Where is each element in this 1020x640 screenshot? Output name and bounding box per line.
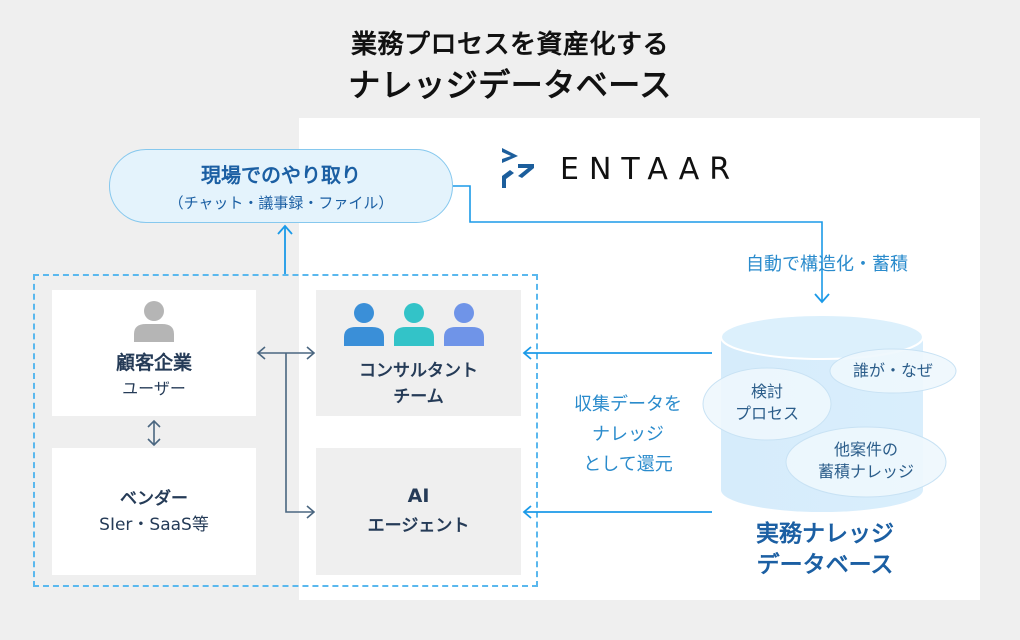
return-label-line-3: として還元 — [583, 454, 673, 475]
bubble-other-projects-line-2: 蓄積ナレッジ — [817, 462, 914, 481]
ai-agent-card: AI エージェント — [316, 448, 521, 575]
bubble-process-text: 検討 プロセス — [703, 381, 831, 425]
team-member-2-icon — [394, 303, 434, 346]
title-line-2: ナレッジデータベース — [348, 66, 672, 104]
arrow-left-to-client-icon — [256, 346, 266, 360]
bubble-other-projects — [785, 426, 947, 498]
team-member-3-icon — [444, 303, 484, 346]
entaar-logo: ENTAAR — [502, 148, 740, 188]
bubble-process — [702, 367, 832, 441]
client-title: 顧客企業 — [115, 352, 192, 374]
bubble-who-why-line: 誰が・なぜ — [852, 361, 933, 380]
client-card: 顧客企業 ユーザー — [52, 290, 256, 416]
bubble-other-projects-text: 他案件の 蓄積ナレッジ — [786, 439, 946, 483]
consultant-card: コンサルタント チーム — [316, 290, 521, 416]
consultant-subtitle: チーム — [393, 387, 444, 407]
auto-structure-label: 自動で構造化・蓄積 — [746, 254, 908, 275]
ai-subtitle: エージェント — [367, 516, 470, 536]
arrow-right-to-consultant-icon — [306, 346, 316, 360]
arrow-up-icon — [147, 419, 161, 428]
exchange-subtitle: （チャット・議事録・ファイル） — [168, 194, 394, 212]
flow-line-exchange-to-db — [453, 185, 823, 302]
database-title-line-1: 実務ナレッジ — [756, 521, 894, 547]
bubble-process-line-2: プロセス — [734, 404, 799, 423]
consultant-title: コンサルタント — [359, 361, 478, 381]
entaar-logo-text: ENTAAR — [560, 152, 740, 187]
vendor-card: ベンダー SIer・SaaS等 — [52, 448, 256, 575]
arrow-down-icon — [147, 438, 161, 447]
return-label-line-1: 収集データを — [574, 394, 682, 415]
bubble-process-line-1: 検討 — [750, 382, 783, 401]
link-to-ai — [285, 353, 314, 513]
database-title-line-2: データベース — [756, 552, 894, 578]
exchange-title: 現場でのやり取り — [201, 163, 361, 187]
vendor-subtitle: SIer・SaaS等 — [99, 515, 209, 535]
arrow-right-to-ai-icon — [306, 505, 316, 519]
exchange-pill: 現場でのやり取り （チャット・議事録・ファイル） — [109, 149, 453, 223]
client-subtitle: ユーザー — [122, 379, 186, 398]
arrow-up-to-exchange-icon — [277, 224, 293, 235]
team-member-1-icon — [344, 303, 384, 346]
bubble-who-why — [829, 348, 957, 394]
person-icon — [134, 301, 174, 342]
arrow-down-to-db-icon — [814, 293, 830, 304]
ai-title: AI — [407, 485, 430, 507]
entaar-logo-icon — [502, 148, 534, 188]
team-icon — [344, 303, 484, 346]
return-label-line-2: ナレッジ — [592, 424, 664, 445]
stakeholder-group — [33, 274, 538, 587]
arrow-left-to-ai-icon — [522, 505, 532, 519]
return-knowledge-label: 収集データを ナレッジ として還元 — [548, 390, 708, 480]
bubble-who-why-text: 誰が・なぜ — [830, 360, 956, 382]
arrow-left-to-consultant-icon — [522, 346, 532, 360]
title-line-1: 業務プロセスを資産化する — [350, 30, 669, 60]
vendor-title: ベンダー — [120, 489, 188, 509]
database-title: 実務ナレッジ データベース — [720, 519, 930, 581]
bubble-other-projects-line-1: 他案件の — [833, 440, 898, 459]
